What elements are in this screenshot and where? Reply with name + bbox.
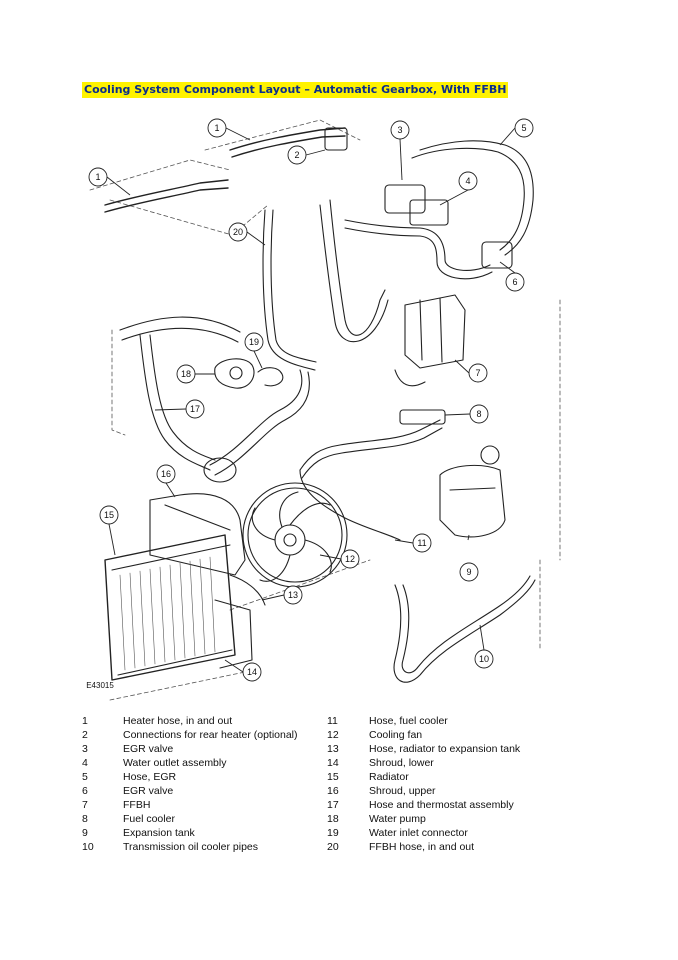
legend-label: EGR valve: [123, 743, 174, 755]
callout-label: 5: [521, 123, 526, 133]
legend-row: 7 FFBH 17 Hose and thermostat assembly: [82, 798, 582, 812]
legend-label: Hose, fuel cooler: [369, 715, 448, 727]
legend-row: 3 EGR valve 13 Hose, radiator to expansi…: [82, 742, 582, 756]
legend-label: Radiator: [369, 771, 409, 783]
legend-number: 9: [82, 827, 88, 839]
legend-number: 3: [82, 743, 88, 755]
callout-label: 7: [475, 368, 480, 378]
legend-label: FFBH: [123, 799, 151, 811]
callout-label: 9: [466, 567, 471, 577]
callout-label: 20: [233, 227, 243, 237]
legend-number: 12: [327, 729, 339, 741]
legend-row: 6 EGR valve 16 Shroud, upper: [82, 784, 582, 798]
legend-row: 10 Transmission oil cooler pipes 20 FFBH…: [82, 840, 582, 854]
legend-label: Shroud, lower: [369, 757, 434, 769]
callout-label: 11: [417, 538, 426, 548]
legend-number: 1: [82, 715, 88, 727]
figure-id: E43015: [86, 681, 114, 690]
callout-label: 1: [95, 172, 100, 182]
legend-label: Water outlet assembly: [123, 757, 227, 769]
legend-label: Transmission oil cooler pipes: [123, 841, 258, 853]
callout-label: 2: [294, 150, 299, 160]
legend-label: Water pump: [369, 813, 426, 825]
legend-label: Cooling fan: [369, 729, 423, 741]
legend-label: Expansion tank: [123, 827, 195, 839]
legend-number: 6: [82, 785, 88, 797]
legend-label: Shroud, upper: [369, 785, 436, 797]
legend-label: Hose and thermostat assembly: [369, 799, 514, 811]
legend-number: 11: [327, 715, 338, 727]
legend-row: 1 Heater hose, in and out 11 Hose, fuel …: [82, 714, 582, 728]
callout-label: 4: [465, 176, 470, 186]
component-legend: 1 Heater hose, in and out 11 Hose, fuel …: [82, 714, 582, 854]
callout-label: 10: [479, 654, 489, 664]
legend-number: 14: [327, 757, 339, 769]
legend-number: 2: [82, 729, 88, 741]
legend-number: 20: [327, 841, 339, 853]
callout-label: 19: [249, 337, 259, 347]
callout-label: 15: [104, 510, 114, 520]
legend-row: 5 Hose, EGR 15 Radiator: [82, 770, 582, 784]
legend-row: 4 Water outlet assembly 14 Shroud, lower: [82, 756, 582, 770]
legend-number: 5: [82, 771, 88, 783]
legend-number: 7: [82, 799, 88, 811]
legend-number: 19: [327, 827, 339, 839]
page-title: Cooling System Component Layout – Automa…: [82, 82, 509, 98]
legend-number: 17: [327, 799, 339, 811]
callout-label: 14: [247, 667, 257, 677]
legend-number: 4: [82, 757, 88, 769]
callout-label: 16: [161, 469, 171, 479]
legend-number: 16: [327, 785, 339, 797]
callout-label: 8: [476, 409, 481, 419]
legend-label: Fuel cooler: [123, 813, 175, 825]
callout-label: 3: [397, 125, 402, 135]
legend-row: 8 Fuel cooler 18 Water pump: [82, 812, 582, 826]
legend-number: 18: [327, 813, 339, 825]
callout-label: 12: [345, 554, 355, 564]
legend-row: 9 Expansion tank 19 Water inlet connecto…: [82, 826, 582, 840]
callout-label: 1: [214, 123, 219, 133]
callout-label: 13: [288, 590, 298, 600]
legend-number: 13: [327, 743, 339, 755]
legend-row: 2 Connections for rear heater (optional)…: [82, 728, 582, 742]
callout-label: 18: [181, 369, 191, 379]
callout-label: 17: [190, 404, 200, 414]
legend-label: Connections for rear heater (optional): [123, 729, 298, 741]
legend-number: 8: [82, 813, 88, 825]
legend-label: Hose, EGR: [123, 771, 177, 783]
legend-label: Water inlet connector: [369, 827, 468, 839]
legend-label: Heater hose, in and out: [123, 715, 233, 727]
legend-label: FFBH hose, in and out: [369, 841, 475, 853]
callout-label: 6: [512, 277, 517, 287]
legend-label: Hose, radiator to expansion tank: [369, 743, 521, 755]
legend-number: 10: [82, 841, 94, 853]
legend-number: 15: [327, 771, 339, 783]
legend-label: EGR valve: [123, 785, 174, 797]
